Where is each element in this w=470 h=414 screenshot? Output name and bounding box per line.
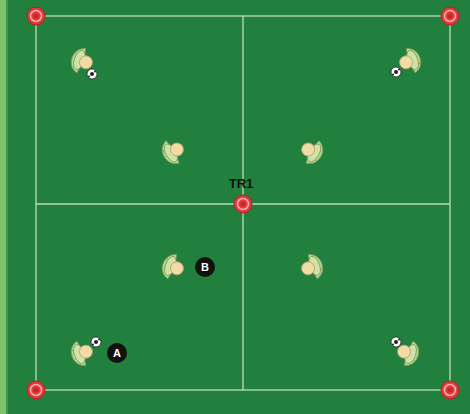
station-label: TR1 (229, 176, 254, 191)
player-marker: B (195, 257, 215, 277)
marker-letter: B (201, 262, 209, 273)
player-marker: A (107, 343, 127, 363)
marker-letter: A (113, 348, 121, 359)
